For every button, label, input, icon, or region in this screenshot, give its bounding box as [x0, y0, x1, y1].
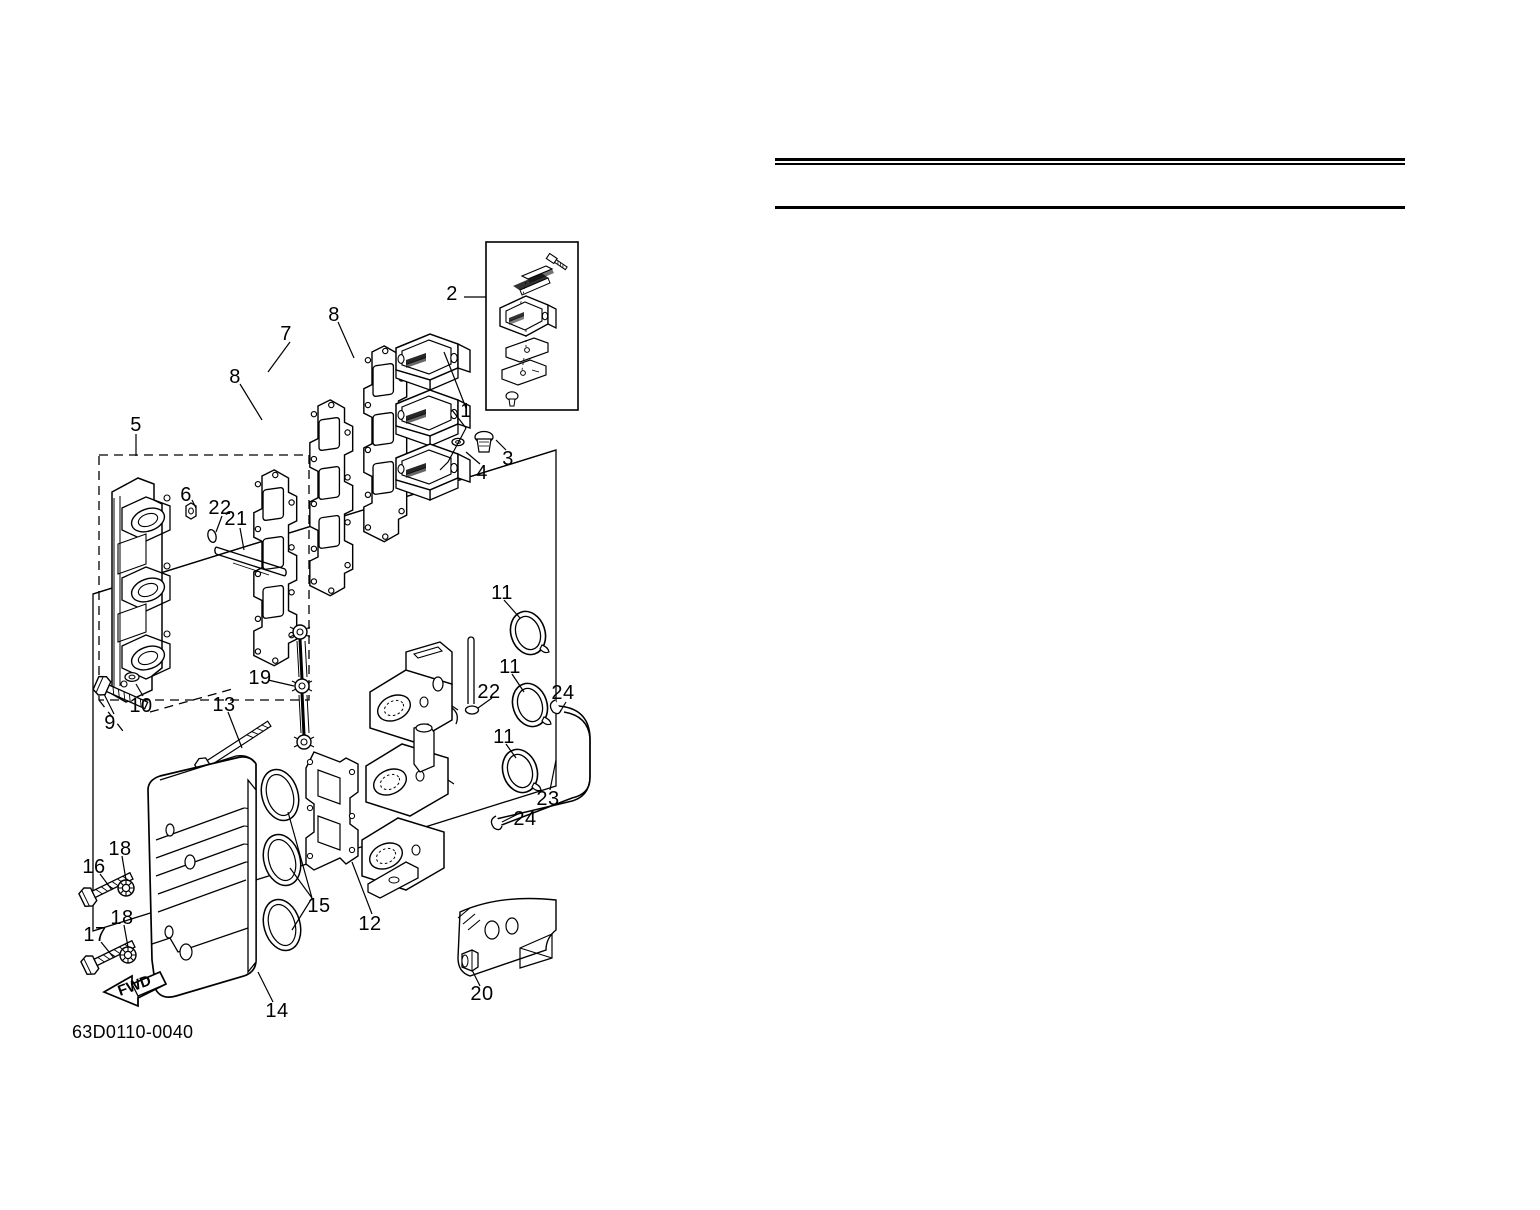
carb-o-ring-2 — [506, 678, 554, 732]
callout-8-a: 8 — [328, 304, 340, 326]
silencer-lock-washer-lower — [119, 946, 137, 964]
callout-20: 20 — [470, 983, 493, 1005]
callout-23: 23 — [536, 788, 559, 810]
silencer-gasket — [305, 751, 359, 871]
callout-2: 2 — [446, 283, 458, 305]
pipe-o-ring — [207, 528, 217, 544]
callout-4: 4 — [476, 462, 488, 484]
carburetor-assembly — [361, 641, 459, 899]
table-footer-rule — [775, 206, 1405, 209]
reed-valve-assembly-1 — [395, 333, 471, 391]
parts-table-panel — [775, 150, 1405, 212]
intake-manifold — [111, 477, 171, 703]
callout-5: 5 — [130, 414, 142, 436]
callout-24-a: 24 — [551, 682, 574, 704]
hose-clamp-lower — [490, 815, 503, 831]
callout-10: 10 — [129, 695, 152, 717]
reed-valve-detail-inset — [485, 241, 579, 411]
carb-small-o-ring — [464, 705, 480, 715]
plug-cap — [461, 949, 479, 972]
callout-8-b: 8 — [229, 366, 241, 388]
callout-11-a: 11 — [491, 582, 513, 604]
callout-6: 6 — [180, 484, 192, 506]
callout-18-b: 18 — [110, 907, 133, 929]
silencer-seal-3 — [262, 898, 302, 952]
callout-24-b: 24 — [513, 808, 536, 830]
callout-17: 17 — [83, 924, 106, 946]
silencer-seal-2 — [262, 833, 302, 887]
callout-12: 12 — [358, 913, 381, 935]
callout-15: 15 — [307, 895, 330, 917]
callout-7: 7 — [280, 323, 292, 345]
callout-numbers: 1 2 3 4 5 6 7 8 8 9 10 11 11 11 12 13 14… — [82, 283, 574, 1022]
throttle-link-rod — [289, 624, 315, 750]
reed-valve-plate — [309, 399, 354, 597]
intake-manifold-group-box — [98, 454, 310, 736]
carb-o-ring-1 — [504, 606, 552, 660]
intake-silencer-cover — [147, 755, 257, 998]
manifold-pipe — [214, 546, 287, 577]
fuel-hose — [491, 705, 591, 829]
reed-bolt — [474, 430, 494, 453]
callout-21: 21 — [224, 508, 247, 530]
manifold-washer — [124, 671, 140, 683]
callout-11-c: 11 — [493, 726, 515, 748]
callout-22-a: 22 — [208, 497, 231, 519]
manifold-nut — [185, 502, 197, 520]
table-header-rule — [775, 158, 1405, 165]
callout-14: 14 — [265, 1000, 288, 1022]
bracket-with-plug — [457, 897, 557, 977]
callout-18-a: 18 — [108, 838, 131, 860]
fwd-arrow-marker: FWD — [102, 970, 168, 1008]
callout-3: 3 — [502, 448, 514, 470]
callout-11-b: 11 — [499, 656, 521, 678]
silencer-lock-washer-upper — [117, 879, 135, 897]
callout-13: 13 — [212, 694, 235, 716]
callout-1: 1 — [460, 400, 472, 422]
leader-lines — [99, 296, 567, 1003]
callout-22-b: 22 — [477, 681, 500, 703]
silencer-seal-1 — [260, 768, 300, 822]
hose-clamp-upper — [549, 699, 562, 715]
callout-19: 19 — [248, 667, 271, 689]
callout-16: 16 — [82, 856, 105, 878]
drawing-number: 63D0110-0040 — [72, 1022, 194, 1042]
callout-9: 9 — [104, 712, 116, 734]
